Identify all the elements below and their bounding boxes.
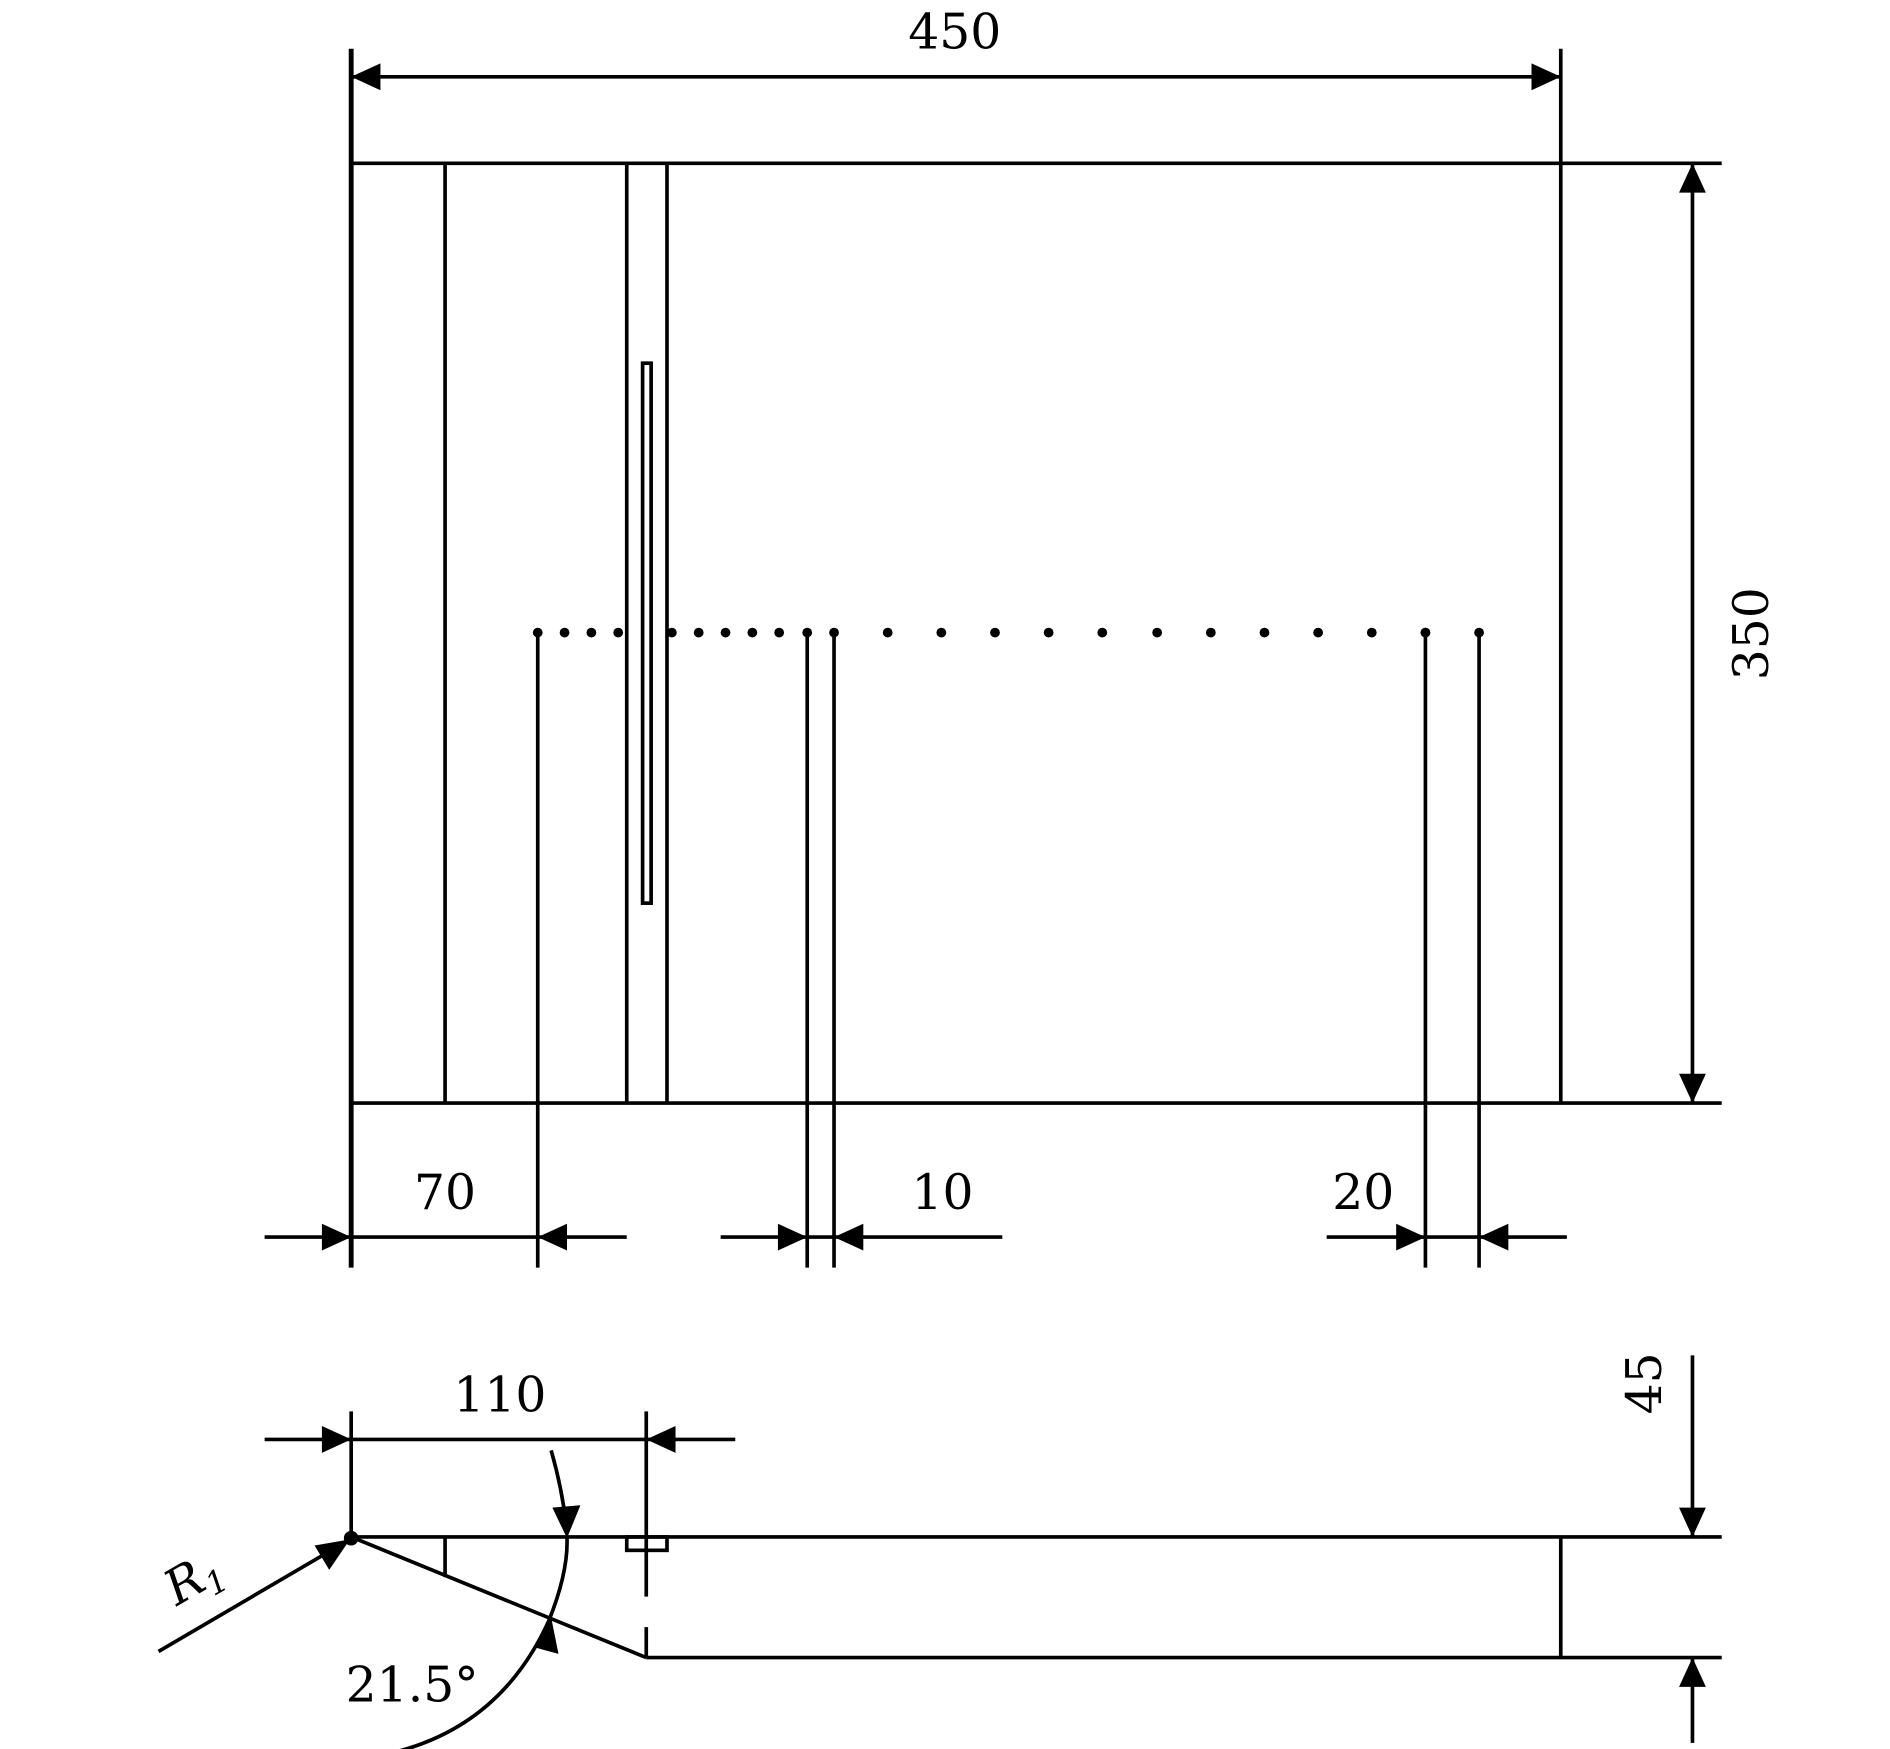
- arrow-icon: [321, 1426, 352, 1453]
- angle-label: 21.5°: [346, 1657, 479, 1713]
- arrow-icon: [1396, 1223, 1426, 1251]
- probe-lines: [535, 632, 1481, 1268]
- dot: [1043, 627, 1054, 638]
- arrow-icon: [1679, 163, 1706, 193]
- dot: [1205, 627, 1216, 638]
- dot: [774, 627, 785, 638]
- dim-110-label: 110: [453, 1367, 546, 1423]
- arrow-icon: [834, 1223, 864, 1251]
- slanted-edge: [350, 1535, 647, 1660]
- section-view: 110 45 R1 21.5°: [154, 1352, 1722, 1749]
- dim-70-label: 70: [414, 1165, 476, 1221]
- radius-arrow: [157, 1546, 337, 1654]
- arrow-icon: [321, 1223, 352, 1251]
- dim-10-label: 10: [912, 1165, 974, 1221]
- arrow-icon: [536, 1617, 559, 1654]
- dot: [613, 627, 624, 638]
- arrow-icon: [1679, 1657, 1706, 1687]
- dot: [693, 627, 704, 638]
- arrow-icon: [314, 1539, 350, 1570]
- dot: [747, 627, 758, 638]
- dot: [936, 627, 947, 638]
- dot: [1097, 627, 1108, 638]
- slot-section: [624, 1535, 669, 1553]
- dot: [1366, 627, 1377, 638]
- dot: [720, 627, 731, 638]
- dotted-line: [532, 627, 1484, 638]
- dot: [882, 627, 893, 638]
- angle-arc: [399, 1538, 569, 1749]
- arrow-icon: [777, 1223, 808, 1251]
- dim-350-label: 350: [1724, 587, 1780, 680]
- arrow-icon: [1479, 1223, 1509, 1251]
- dot: [666, 627, 677, 638]
- arrow-icon: [537, 1223, 567, 1251]
- dot: [586, 627, 597, 638]
- dot: [559, 627, 570, 638]
- arrow-icon: [552, 1505, 581, 1539]
- arrow-icon: [646, 1426, 676, 1453]
- dot: [1152, 627, 1163, 638]
- dot: [990, 627, 1000, 638]
- dot: [1259, 627, 1270, 638]
- dim-450-label: 450: [908, 5, 1001, 61]
- dim-45-label: 45: [1617, 1352, 1673, 1414]
- dot: [1313, 627, 1323, 638]
- arrow-icon: [1531, 63, 1561, 91]
- plan-view: 450 350 70 10 20: [264, 5, 1780, 1268]
- dim-20-label: 20: [1332, 1165, 1394, 1221]
- arrow-icon: [1679, 1073, 1706, 1104]
- arrow-icon: [1679, 1507, 1706, 1537]
- slot: [640, 361, 653, 905]
- arrow-icon: [351, 63, 381, 91]
- radius-label: R1: [154, 1540, 235, 1622]
